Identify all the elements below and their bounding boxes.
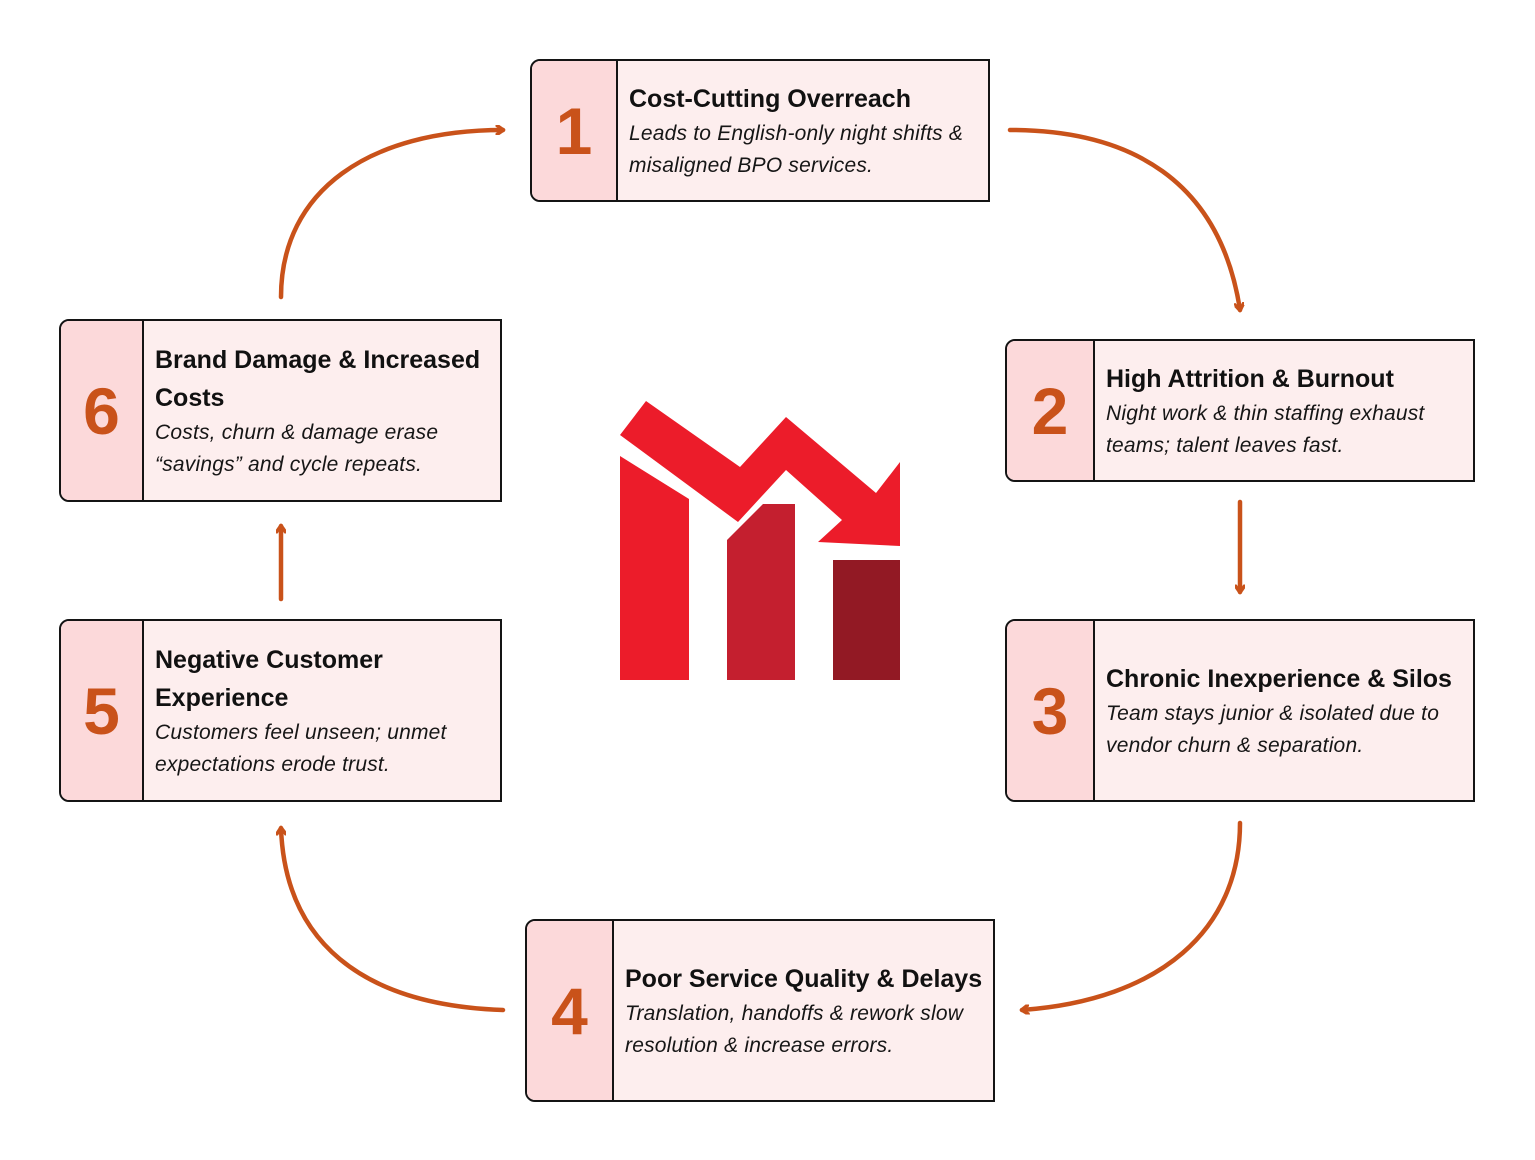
- step-number-1: 1: [532, 61, 618, 200]
- step-description-2: Night work & thin staffing exhaust teams…: [1106, 401, 1425, 457]
- step-number-6: 6: [61, 321, 144, 500]
- step-number-4: 4: [527, 921, 614, 1100]
- step-description-6: Costs, churn & damage erase “savings” an…: [155, 420, 439, 476]
- step-content-3: Chronic Inexperience & Silos Team stays …: [1095, 621, 1473, 800]
- logo-bar-1: [620, 456, 689, 680]
- step-number-5: 5: [61, 621, 144, 800]
- step-card-3: 3 Chronic Inexperience & Silos Team stay…: [1005, 619, 1475, 802]
- logo-bar-2: [727, 504, 795, 680]
- logo-down-arrow: [620, 401, 900, 546]
- step-title-5: Negative Customer Experience: [155, 645, 383, 712]
- step-card-1: 1 Cost-Cutting Overreach Leads to Englis…: [530, 59, 990, 202]
- step-number-3: 3: [1007, 621, 1095, 800]
- step-content-6: Brand Damage & Increased Costs Costs, ch…: [144, 321, 500, 500]
- step-content-1: Cost-Cutting Overreach Leads to English-…: [618, 61, 988, 200]
- arrow-6-to-1: [278, 130, 506, 300]
- logo-bar-3: [833, 560, 900, 680]
- step-title-6: Brand Damage & Increased Costs: [155, 345, 481, 412]
- step-description-4: Translation, handoffs & rework slow reso…: [625, 1001, 964, 1057]
- step-content-5: Negative Customer Experience Customers f…: [144, 621, 500, 800]
- step-card-2: 2 High Attrition & Burnout Night work & …: [1005, 339, 1475, 482]
- step-number-2: 2: [1007, 341, 1095, 480]
- step-card-6: 6 Brand Damage & Increased Costs Costs, …: [59, 319, 502, 502]
- declining-chart-icon: [620, 401, 900, 680]
- arrow-3-to-4: [1019, 820, 1243, 1010]
- step-content-2: High Attrition & Burnout Night work & th…: [1095, 341, 1473, 480]
- arrow-4-to-5: [281, 825, 506, 1013]
- step-description-3: Team stays junior & isolated due to vend…: [1106, 701, 1440, 757]
- step-title-3: Chronic Inexperience & Silos: [1106, 664, 1452, 693]
- step-title-1: Cost-Cutting Overreach: [629, 84, 911, 113]
- step-description-1: Leads to English-only night shifts & mis…: [629, 121, 964, 177]
- arrow-1-to-2: [1007, 127, 1240, 313]
- step-content-4: Poor Service Quality & Delays Translatio…: [614, 921, 993, 1100]
- step-title-4: Poor Service Quality & Delays: [625, 964, 983, 993]
- step-card-5: 5 Negative Customer Experience Customers…: [59, 619, 502, 802]
- step-title-2: High Attrition & Burnout: [1106, 364, 1394, 393]
- step-card-4: 4 Poor Service Quality & Delays Translat…: [525, 919, 995, 1102]
- step-description-5: Customers feel unseen; unmet expectation…: [155, 720, 447, 776]
